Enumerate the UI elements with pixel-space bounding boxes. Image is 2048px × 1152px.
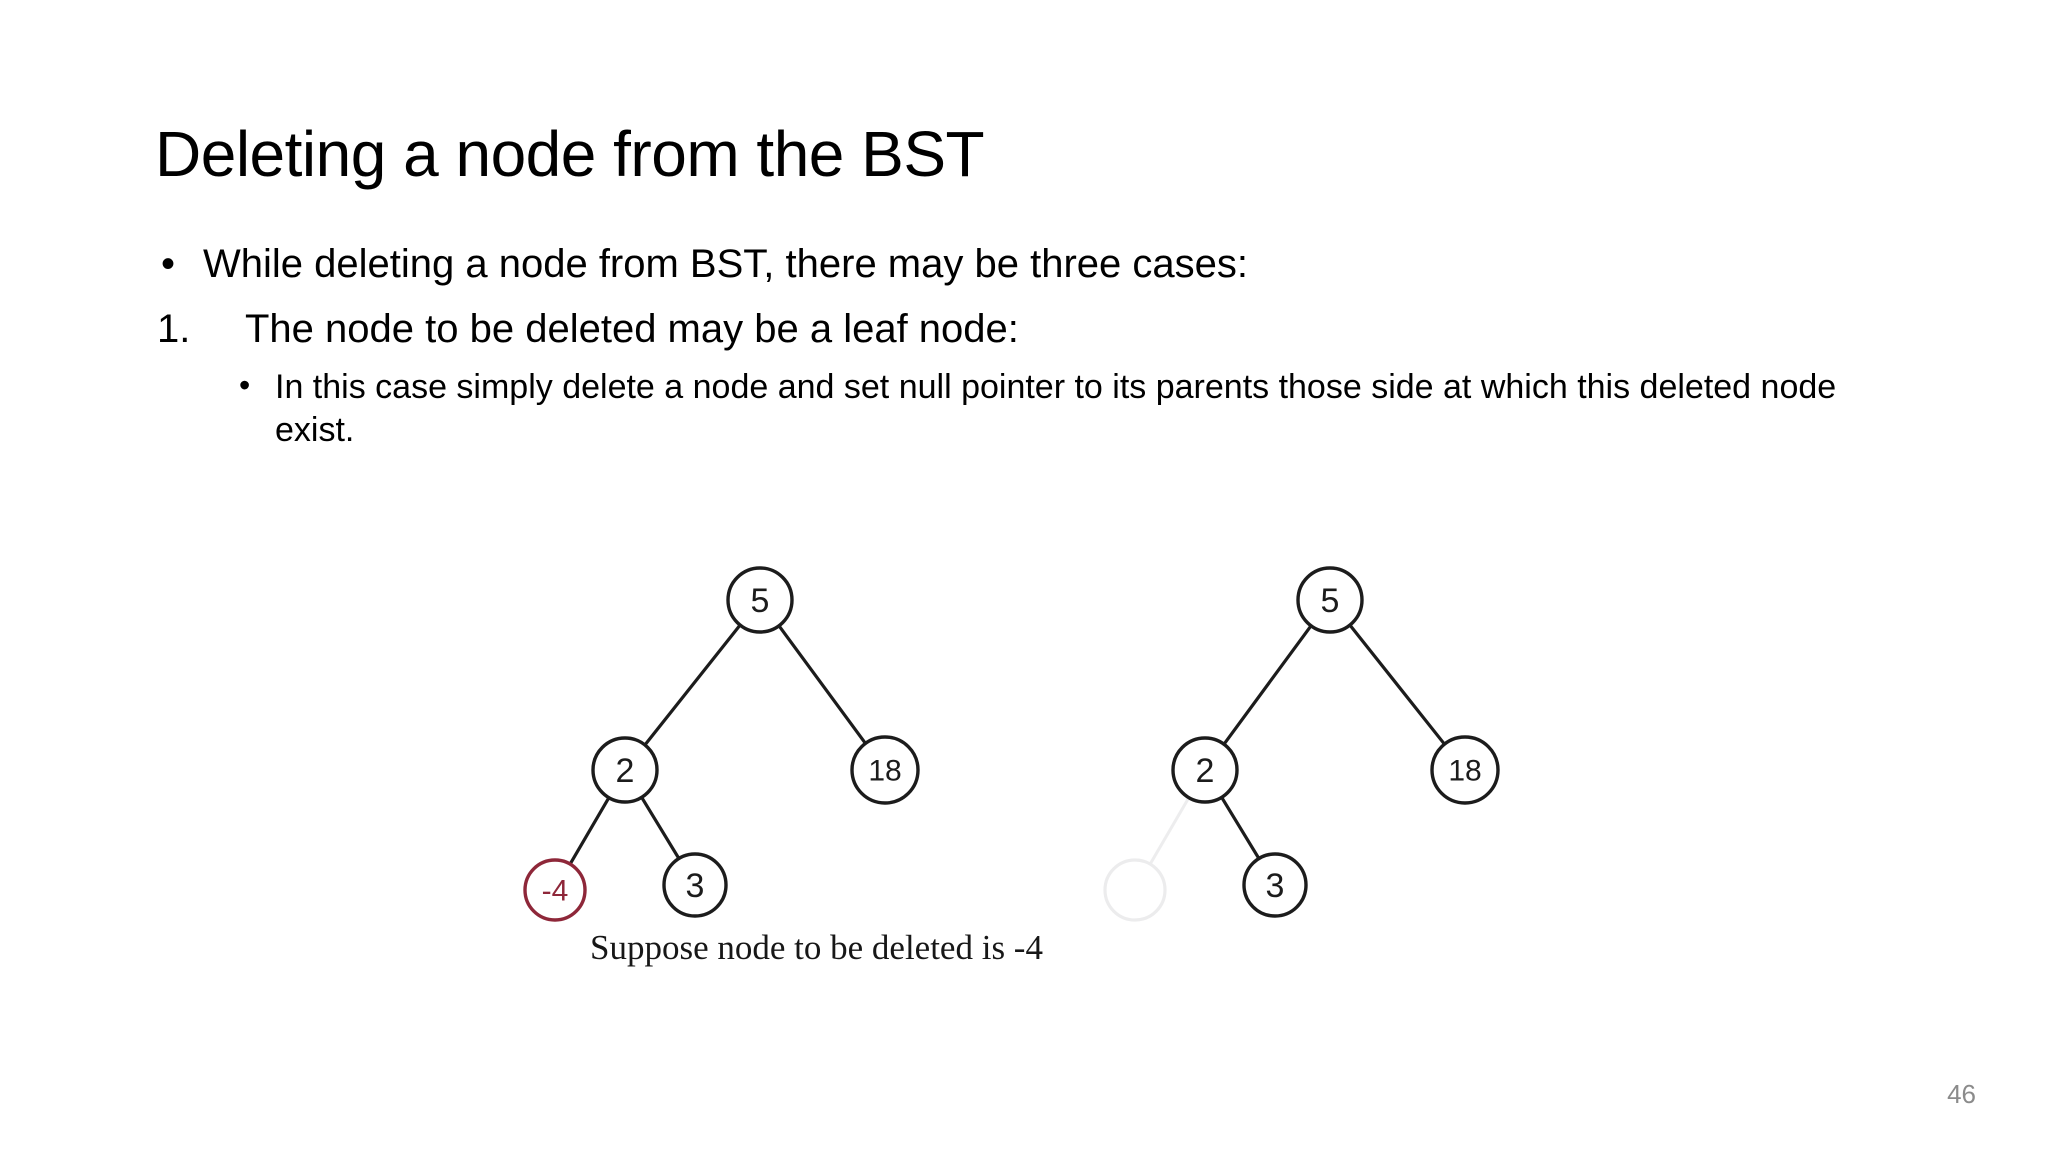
node-value-label: 5 [1321, 582, 1340, 620]
tree-node-5: 5 [1296, 566, 1364, 634]
tree-edge-R2-Rgh [1148, 795, 1191, 867]
tree-node--4: -4 [523, 858, 587, 922]
node-value-label: 18 [1448, 755, 1481, 788]
tree-edge-R2-R3 [1219, 794, 1262, 861]
tree-node-5: 5 [726, 566, 794, 634]
page-number: 46 [1947, 1079, 1976, 1109]
tree-edges-group [568, 622, 1447, 867]
node-circle-icon [726, 566, 794, 634]
node-value-label: 2 [616, 752, 635, 790]
tree-edge-L2-L-4 [568, 795, 611, 867]
tree-edge-L2-L3 [639, 794, 682, 861]
tree-edge-L5-L2 [642, 622, 743, 748]
node-circle-icon [850, 735, 920, 805]
bullet-glyph-icon: • [161, 242, 176, 286]
node-circle-icon [1103, 858, 1167, 922]
node-value-label: 2 [1196, 752, 1215, 790]
node-value-label: 5 [751, 582, 770, 620]
page-title: Deleting a node from the BST [155, 117, 985, 190]
tree-edge-L5-L18 [776, 623, 868, 746]
tree-node-18: 18 [1430, 735, 1500, 805]
tree-node-2: 2 [1171, 736, 1239, 804]
node-circle-icon [662, 852, 728, 918]
sub-bullet-glyph-icon: • [239, 366, 251, 403]
tree-node-18: 18 [850, 735, 920, 805]
tree-node-3: 3 [662, 852, 728, 918]
tree-nodes-group: 5 2 18 -4 3 5 2 18 3 [523, 566, 1500, 922]
list-number-marker: 1. [157, 306, 191, 351]
numbered-item-leaf-node-label: The node to be deleted may be a leaf nod… [245, 306, 1019, 351]
node-circle-icon [1430, 735, 1500, 805]
bst-deletion-diagram: 5 2 18 -4 3 5 2 18 3 [470, 520, 1590, 1000]
node-value-label: 3 [1266, 867, 1285, 905]
numbered-item-leaf-node: 1. The node to be deleted may be a leaf … [155, 305, 1915, 354]
body-content: • While deleting a node from BST, there … [155, 240, 1915, 453]
bst-diagram-svg: 5 2 18 -4 3 5 2 18 3 [523, 566, 1500, 922]
node-value-label: 18 [868, 755, 901, 788]
node-value-label: -4 [542, 875, 569, 908]
tree-node-empty [1103, 858, 1167, 922]
bullet-item-cases: • While deleting a node from BST, there … [155, 240, 1915, 289]
sub-bullet-item-explanation: • In this case simply delete a node and … [233, 366, 1915, 453]
bullet-item-cases-label: While deleting a node from BST, there ma… [203, 242, 1248, 286]
figure-caption: Suppose node to be deleted is -4 [590, 928, 1043, 967]
node-circle-icon [523, 858, 587, 922]
tree-edge-R5-R18 [1347, 622, 1447, 747]
sub-bullet-item-explanation-label: In this case simply delete a node and se… [275, 367, 1837, 450]
node-circle-icon [1242, 852, 1308, 918]
node-value-label: 3 [686, 867, 705, 905]
node-circle-icon [1296, 566, 1364, 634]
tree-edge-R5-R2 [1221, 623, 1314, 747]
tree-node-3: 3 [1242, 852, 1308, 918]
node-circle-icon [591, 736, 659, 804]
node-circle-icon [1171, 736, 1239, 804]
tree-node-2: 2 [591, 736, 659, 804]
